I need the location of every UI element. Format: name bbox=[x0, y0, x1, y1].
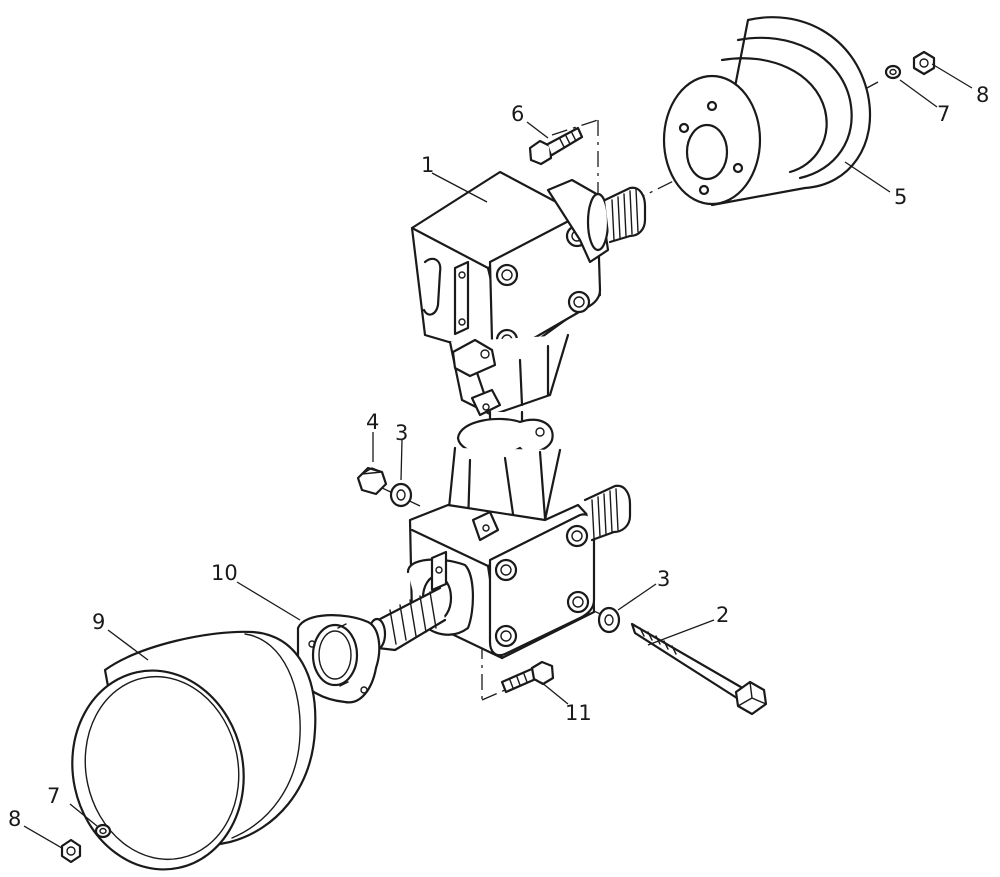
part-3-washer-left bbox=[389, 482, 413, 508]
part-11-bolt bbox=[500, 660, 555, 694]
part-7-washer-lower bbox=[94, 823, 112, 839]
callout-10: 10 bbox=[211, 561, 238, 585]
part-2-long-bolt bbox=[630, 622, 768, 716]
part-6-bolt bbox=[528, 126, 584, 166]
callout-5: 5 bbox=[894, 185, 907, 209]
callout-11: 11 bbox=[565, 701, 592, 725]
part-1-upper-gearbox bbox=[410, 170, 647, 417]
callout-8-upper: 8 bbox=[976, 83, 989, 107]
part-8-nut-lower bbox=[60, 838, 82, 864]
callout-7-lower: 7 bbox=[47, 784, 60, 808]
callout-labels: 1 2 3 3 4 5 6 7 7 8 8 9 10 11 bbox=[8, 83, 989, 831]
part-4-nut bbox=[356, 466, 388, 496]
callout-3-left: 3 bbox=[395, 421, 408, 445]
callout-6: 6 bbox=[511, 102, 524, 126]
callout-8-lower: 8 bbox=[8, 807, 21, 831]
callout-9: 9 bbox=[92, 610, 105, 634]
part-3-washer-right bbox=[597, 606, 621, 634]
leader-lines bbox=[23, 63, 973, 849]
part-8-nut-upper bbox=[912, 50, 936, 76]
part-5-pulley-drum bbox=[662, 16, 872, 207]
callout-3-right: 3 bbox=[657, 567, 670, 591]
callout-2: 2 bbox=[716, 603, 729, 627]
part-10-split-collar bbox=[296, 614, 381, 704]
callout-7-upper: 7 bbox=[937, 102, 950, 126]
part-9-conical-guard bbox=[71, 630, 317, 871]
callout-1: 1 bbox=[421, 153, 434, 177]
part-7-washer-upper bbox=[884, 64, 902, 80]
shaft-coupling bbox=[456, 410, 554, 456]
lower-gearbox bbox=[367, 446, 632, 660]
callout-4: 4 bbox=[366, 410, 379, 434]
